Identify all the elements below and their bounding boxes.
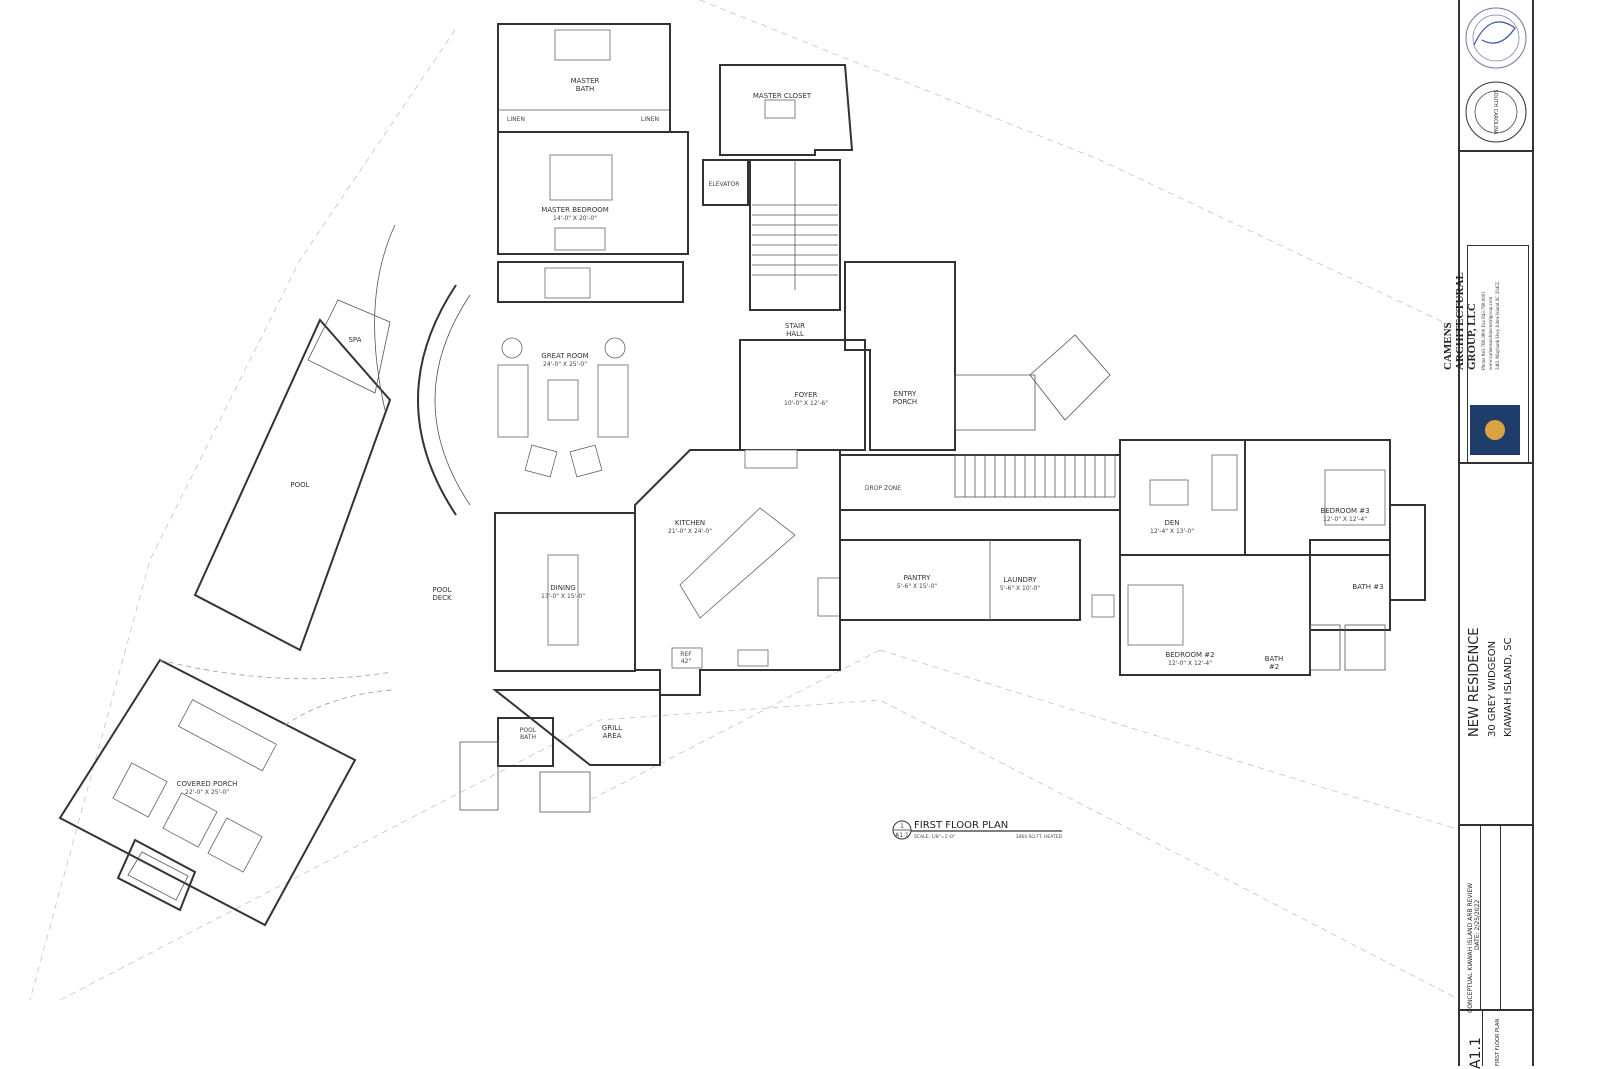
label-laundry-dim: 5'-6" X 10'-0" — [1000, 585, 1040, 592]
label-pantry: PANTRY — [904, 574, 931, 582]
sheet-block: A1.1 FIRST FLOOR PLAN — [1460, 1009, 1532, 1069]
covered-porch — [58, 658, 393, 927]
firm-name: CAMENS ARCHITECTURAL GROUP, LLC — [1442, 272, 1478, 370]
label-bedroom-3: BEDROOM #3 — [1320, 507, 1369, 515]
project-address: 30 GREY WIDGEON — [1487, 640, 1498, 737]
seal-text: SOUTH CAROLINA — [1492, 90, 1498, 135]
label-pool: POOL — [290, 481, 309, 489]
sheet-number: A1.1 — [1468, 1037, 1484, 1069]
review-note: CONCEPTUAL KIAWAH ISLAND ARB REVIEW — [1467, 882, 1474, 1013]
label-bath-2: BATH#2 — [1265, 655, 1284, 671]
sheet-name: FIRST FLOOR PLAN — [1495, 1018, 1501, 1066]
site-lines — [29, 0, 1461, 1001]
drawing-scale: SCALE: 1/8"=1'-0" — [914, 834, 955, 840]
label-foyer-dim: 10'-0" X 12'-6" — [784, 400, 828, 407]
label-linen-2: LINEN — [641, 116, 659, 123]
label-covered-porch: COVERED PORCH — [177, 780, 238, 788]
label-bedroom-2: BEDROOM #2 — [1165, 651, 1214, 659]
label-foyer: FOYER — [795, 391, 818, 399]
drawing-number: 1 — [900, 823, 904, 830]
project-title: NEW RESIDENCE — [1467, 627, 1482, 738]
project-city: KIAWAH ISLAND, SC — [1503, 637, 1514, 738]
house-walls — [417, 23, 1426, 813]
firm-address: 3461 Maybank Hwy Johns Island SC 29455 — [1496, 281, 1501, 370]
title-block: SOUTH CAROLINA CAMENS ARCHITECTURAL GROU… — [1442, 0, 1534, 1069]
pool — [193, 224, 396, 652]
architect-seals: SOUTH CAROLINA — [1465, 7, 1527, 143]
label-covered-porch-dim: 22'-0" X 25'-0" — [185, 789, 229, 796]
firm-logo — [1470, 405, 1520, 455]
firm-block: CAMENS ARCHITECTURAL GROUP, LLC Phone 84… — [1442, 150, 1532, 464]
label-spa: SPA — [348, 336, 361, 344]
project-block: NEW RESIDENCE 30 GREY WIDGEON KIAWAH ISL… — [1460, 462, 1532, 826]
firm-website: www.camensarchitecturalgroup.com — [1489, 296, 1494, 370]
revision-block: CONCEPTUAL KIAWAH ISLAND ARB REVIEW DATE… — [1460, 824, 1532, 1013]
label-kitchen-dim: 21'-0" X 24'-0" — [668, 528, 712, 535]
label-master-bedroom-dim: 14'-0" X 20'-0" — [553, 215, 597, 222]
label-bedroom-2-dim: 12'-0" X 12'-4" — [1168, 660, 1212, 667]
sheet-date: DATE: 2/25/2022 — [1474, 899, 1481, 950]
label-great-room-dim: 24'-0" X 25'-0" — [543, 361, 587, 368]
label-laundry: LAUNDRY — [1003, 576, 1037, 584]
drawing-title-text: FIRST FLOOR PLAN — [914, 820, 1008, 831]
label-great-room: GREAT ROOM — [541, 352, 588, 360]
label-den: DEN — [1164, 519, 1179, 527]
label-master-closet: MASTER CLOSET — [753, 92, 812, 100]
label-linen-1: LINEN — [507, 116, 525, 123]
label-master-bedroom: MASTER BEDROOM — [541, 206, 609, 214]
label-bath-3: BATH #3 — [1352, 583, 1383, 591]
label-bedroom-3-dim: 12'-0" X 12'-4" — [1323, 516, 1367, 523]
drawing-title: 1 A1.1 FIRST FLOOR PLAN SCALE: 1/8"=1'-0… — [892, 820, 1063, 840]
label-drop-zone: DROP ZONE — [865, 485, 901, 492]
firm-phone: Phone 843.768.3800 Fax 843.768.0001 — [1482, 291, 1487, 370]
label-dining-dim: 13'-0" X 15'-0" — [541, 593, 585, 600]
label-dining: DINING — [550, 584, 575, 592]
label-kitchen: KITCHEN — [675, 519, 705, 527]
label-den-dim: 12'-4" X 13'-0" — [1150, 528, 1194, 535]
label-elevator: ELEVATOR — [709, 181, 740, 188]
drawing-sheet-ref: A1.1 — [895, 832, 909, 839]
drawing-area: 3464 SQ.FT. HEATED — [1016, 834, 1063, 840]
label-pantry-dim: 5'-6" X 15'-0" — [897, 583, 937, 590]
seal-area: SOUTH CAROLINA — [1460, 0, 1532, 152]
